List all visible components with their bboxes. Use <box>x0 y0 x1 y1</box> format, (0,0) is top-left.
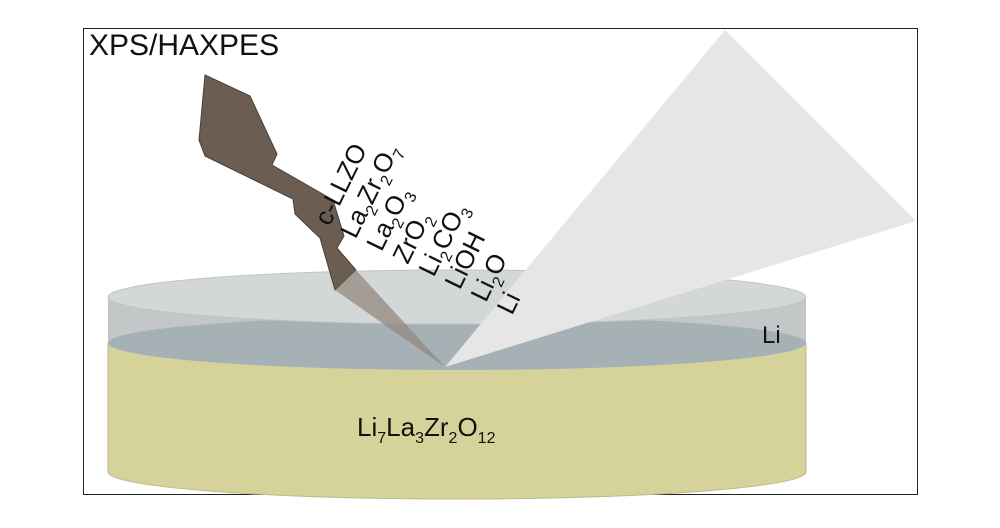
formula-part: Zr <box>424 412 449 442</box>
formula-part: La <box>386 412 415 442</box>
formula-subscript: 12 <box>478 430 496 447</box>
photoelectron-cone <box>445 30 916 367</box>
li-layer-label: Li <box>762 322 781 349</box>
formula-part: Li <box>357 412 377 442</box>
substrate-label: Li7​La3​Zr2​O12​ <box>357 412 496 447</box>
substrate-body <box>107 342 807 500</box>
formula-subscript: 7 <box>377 430 386 447</box>
formula-part: O <box>457 412 477 442</box>
formula-subscript: 2 <box>449 430 458 447</box>
li-interface-surface <box>108 316 806 370</box>
beam-label: XPS/HAXPES <box>89 29 279 62</box>
xray-beam-tip <box>335 270 445 367</box>
formula-subscript: 3 <box>415 430 424 447</box>
species-list: c-LLZOLa2​Zr2​O7​La2​O3​ZrO2​Li2​CO3​LiO… <box>308 139 526 319</box>
